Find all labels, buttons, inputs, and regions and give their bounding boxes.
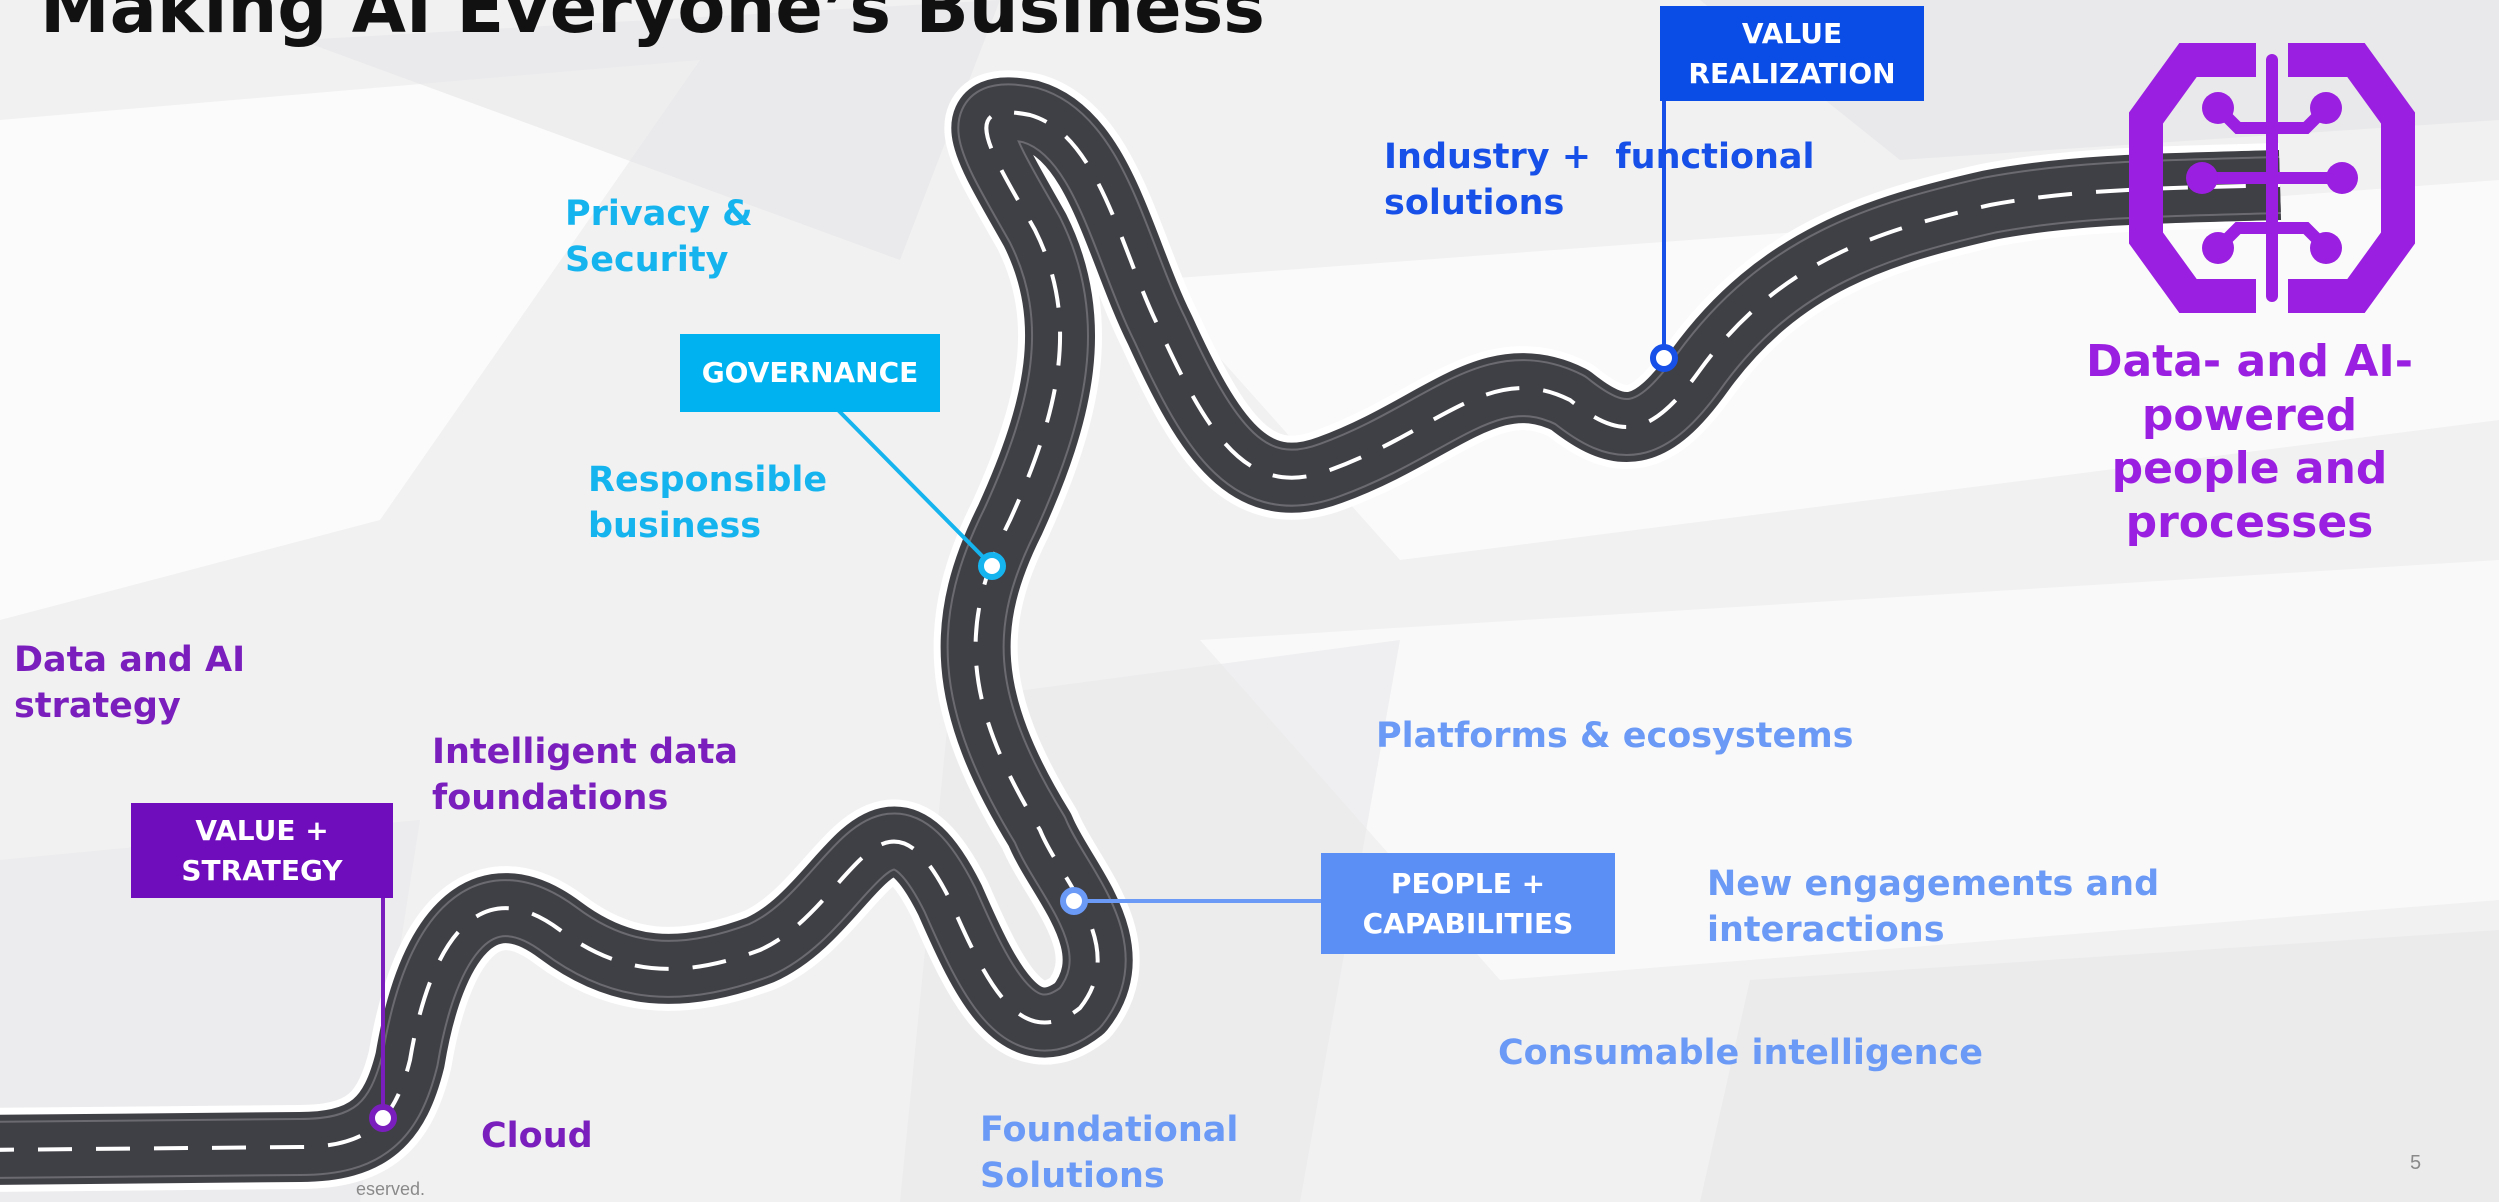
foundational-line2: Solutions: [980, 1155, 1165, 1196]
responsible-label: Responsible business: [588, 458, 827, 549]
governance-connector: [836, 408, 994, 568]
platforms-label: Platforms & ecosystems: [1376, 716, 1854, 756]
cloud-label: Cloud: [481, 1116, 593, 1156]
intelligent-data-label: Intelligent data foundations: [432, 730, 738, 821]
destination-line2: people and processes: [2111, 443, 2388, 549]
responsible-line2: business: [588, 505, 762, 546]
page-title: Making AI Everyone’s Business: [40, 0, 1265, 49]
new-engagements-label: New engagements and interactions: [1707, 862, 2159, 953]
people-capabilities-marker[interactable]: [1060, 887, 1088, 915]
industry-line2: solutions: [1384, 182, 1565, 223]
industry-line1: Industry + functional: [1384, 137, 1815, 177]
value-strategy-marker[interactable]: [369, 1104, 397, 1132]
people-capabilities-line2: CAPABILITIES: [1362, 906, 1574, 940]
road-surface-top: [0, 85, 2281, 1177]
new-engagements-line2: interactions: [1707, 909, 1945, 950]
value-realization-line1: VALUE: [1741, 16, 1843, 50]
privacy-label: Privacy & Security: [565, 192, 753, 283]
destination-line1: Data- and AI-powered: [2085, 336, 2414, 441]
foundational-label: Foundational Solutions: [980, 1108, 1238, 1199]
data-ai-strategy-line2: strategy: [14, 685, 181, 726]
governance-label: GOVERNANCE: [701, 356, 919, 389]
value-realization-box[interactable]: VALUE REALIZATION: [1660, 6, 1924, 101]
governance-marker[interactable]: [978, 552, 1006, 580]
responsible-line1: Responsible: [588, 460, 828, 500]
privacy-line2: Security: [565, 239, 729, 280]
data-ai-strategy-label: Data and AI strategy: [14, 638, 245, 729]
industry-label: Industry + functional solutions: [1384, 135, 1815, 226]
people-capabilities-line1: PEOPLE +: [1390, 866, 1546, 900]
value-strategy-line2: STRATEGY: [181, 853, 343, 887]
intelligent-data-line1: Intelligent data: [432, 732, 739, 772]
page-number: 5: [2410, 1152, 2422, 1174]
people-capabilities-box[interactable]: PEOPLE + CAPABILITIES: [1321, 853, 1615, 954]
foundational-line1: Foundational: [980, 1110, 1239, 1150]
governance-box[interactable]: GOVERNANCE: [680, 334, 940, 412]
destination-label: Data- and AI-powered people and processe…: [2000, 335, 2499, 550]
value-strategy-line1: VALUE +: [195, 813, 329, 847]
value-realization-marker[interactable]: [1650, 344, 1678, 372]
consumable-label: Consumable intelligence: [1498, 1033, 1984, 1073]
road-center-dashes: [0, 110, 2281, 1152]
data-ai-strategy-line1: Data and AI: [14, 640, 246, 680]
footer-copyright-fragment: eserved.: [356, 1179, 426, 1199]
brain-circuit-icon: [2129, 43, 2415, 313]
value-strategy-box[interactable]: VALUE + STRATEGY: [131, 803, 393, 898]
privacy-line1: Privacy &: [565, 194, 753, 234]
new-engagements-line1: New engagements and: [1707, 864, 2160, 904]
intelligent-data-line2: foundations: [432, 777, 669, 818]
value-realization-line2: REALIZATION: [1688, 56, 1896, 90]
